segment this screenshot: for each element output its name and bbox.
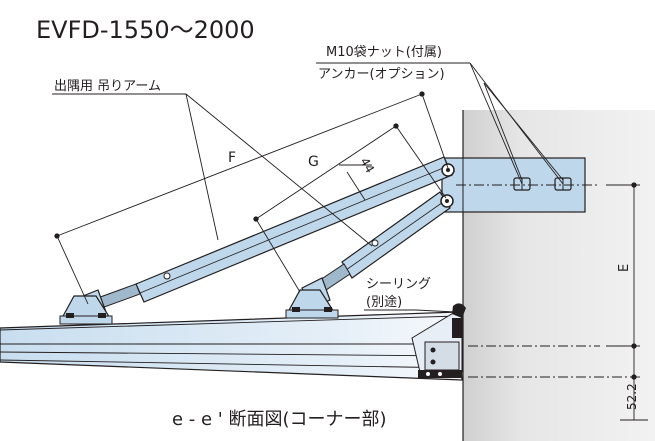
dimension-e	[631, 182, 637, 349]
label-arm: 出隅用 吊りアーム	[54, 79, 161, 94]
base-bracket-left	[59, 295, 113, 325]
title: EVFD-1550～2000	[36, 16, 255, 44]
dimension-f	[54, 91, 449, 305]
label-nut: M10袋ナット(付属)	[326, 45, 442, 60]
dimension-52	[620, 346, 648, 421]
dimension-44	[339, 164, 372, 201]
label-dim-e: E	[617, 264, 632, 272]
label-sealing-2: (別途)	[366, 294, 402, 310]
roof-beam	[0, 311, 463, 381]
label-dim-52: 52.2	[625, 383, 639, 410]
caption: e - e ' 断面図(コーナー部)	[172, 409, 387, 430]
base-bracket-right	[285, 289, 339, 319]
leader-arm	[52, 93, 373, 247]
sealing-bead	[452, 303, 466, 318]
label-anchor: アンカー(オプション)	[318, 67, 445, 82]
label-sealing-1: シーリング	[366, 277, 431, 292]
label-dim-f: F	[228, 150, 236, 166]
label-dim-44: 44	[357, 155, 377, 175]
dimension-g	[253, 123, 447, 293]
leader-anchor	[483, 82, 564, 181]
leader-sealing	[364, 309, 456, 313]
label-dim-g: G	[308, 154, 319, 170]
